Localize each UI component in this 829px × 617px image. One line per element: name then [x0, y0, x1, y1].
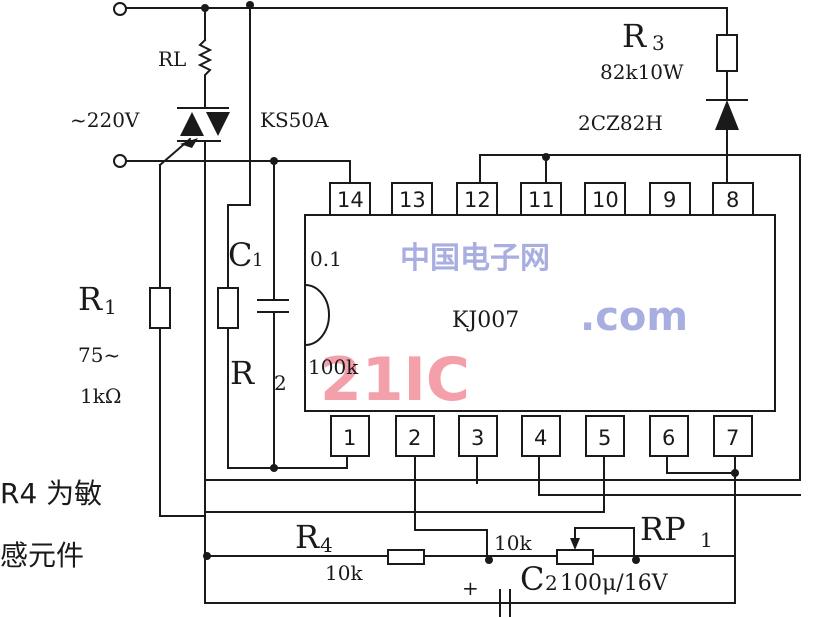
pin-label: 3	[471, 426, 484, 450]
pin-label: 12	[464, 188, 491, 212]
triac-symbol	[180, 112, 204, 136]
watermark-sub: .com	[580, 294, 688, 340]
triac-symbol-2	[206, 112, 230, 136]
r4-name: R	[295, 518, 320, 556]
r2-value: 100k	[308, 355, 359, 379]
pin-label: 14	[337, 188, 364, 212]
diode-label: 2CZ82H	[578, 111, 663, 135]
pin-9	[649, 182, 691, 216]
r3-name: R	[622, 17, 647, 55]
pin-4	[521, 415, 561, 457]
wires	[125, 7, 801, 617]
rp1-potentiometer	[556, 549, 594, 565]
r4-sub: 4	[320, 533, 333, 557]
rp1-name: RP	[640, 510, 686, 548]
pin-label: 4	[534, 426, 547, 450]
pin-14	[329, 182, 371, 216]
pin-6	[649, 415, 689, 457]
c2-value: 100μ/16V	[560, 571, 669, 596]
watermark-main: 21IC	[320, 345, 470, 415]
rp1-sub: 1	[700, 528, 713, 552]
pin-12	[456, 182, 498, 216]
triac-label: KS50A	[260, 108, 329, 132]
pin-1	[330, 415, 370, 457]
terminal-bottom	[113, 154, 127, 168]
r1-value-2: 1kΩ	[80, 384, 121, 408]
pin-label: 11	[528, 188, 555, 212]
pin-label: 7	[726, 426, 739, 450]
r4-value: 10k	[325, 561, 363, 585]
r2-sub: 2	[274, 371, 287, 395]
r1-value-1: 75~	[78, 343, 120, 367]
pin-10	[584, 182, 626, 216]
note-line-2: 感元件	[0, 539, 84, 572]
c1-sub: 1	[252, 250, 263, 271]
pin-3	[458, 415, 498, 457]
pin-label: 6	[662, 426, 675, 450]
pin-label: 1	[343, 426, 356, 450]
r3-value: 82k10W	[600, 60, 684, 84]
c2-name: C	[520, 560, 544, 598]
ic-kj007	[304, 214, 776, 412]
r3-sub: 3	[652, 31, 665, 55]
pin-7	[713, 415, 753, 457]
pin-11	[520, 182, 562, 216]
r1-resistor	[149, 287, 171, 329]
diode-2cz82h	[715, 100, 739, 130]
c1-name: C	[228, 236, 252, 274]
pin-2	[395, 415, 435, 457]
terminal-top	[113, 2, 127, 16]
rl-label: RL	[158, 47, 186, 71]
pin-label: 8	[726, 188, 739, 212]
supply-label: ~220V	[70, 108, 140, 132]
top-pins: 14 13 12 11 10 9 8	[329, 182, 754, 216]
r2-resistor	[217, 287, 239, 329]
r1-name: R	[78, 280, 103, 318]
rp1-value: 10k	[494, 531, 532, 555]
watermark-cn: 中国电子网	[400, 241, 550, 276]
triac-gate-arrow	[180, 138, 198, 148]
c1-value: 0.1	[310, 247, 342, 271]
c2-sub: 2	[545, 571, 558, 595]
r2-name: R	[230, 354, 255, 392]
note-line-1: R4 为敏	[0, 477, 102, 510]
c2-polarity: +	[462, 576, 479, 600]
r4-resistor	[387, 549, 425, 565]
r1-sub: 1	[104, 295, 117, 319]
pin-label: 13	[399, 188, 426, 212]
pin-label: 9	[663, 188, 676, 212]
ic-notch	[303, 283, 330, 347]
pin-label: 10	[592, 188, 619, 212]
rp1-wiper-arrow	[570, 538, 580, 550]
ic-name: KJ007	[452, 308, 519, 333]
bottom-pins: 1 2 3 4 5 6 7	[330, 415, 753, 457]
pin-5	[585, 415, 625, 457]
junctions	[201, 1, 739, 564]
pin-label: 2	[408, 426, 421, 450]
pin-label: 5	[598, 426, 611, 450]
r3-resistor	[716, 34, 738, 72]
pin-13	[391, 182, 433, 216]
pin-8	[712, 182, 754, 216]
watermark: 21IC 中国电子网 .com	[320, 241, 688, 415]
